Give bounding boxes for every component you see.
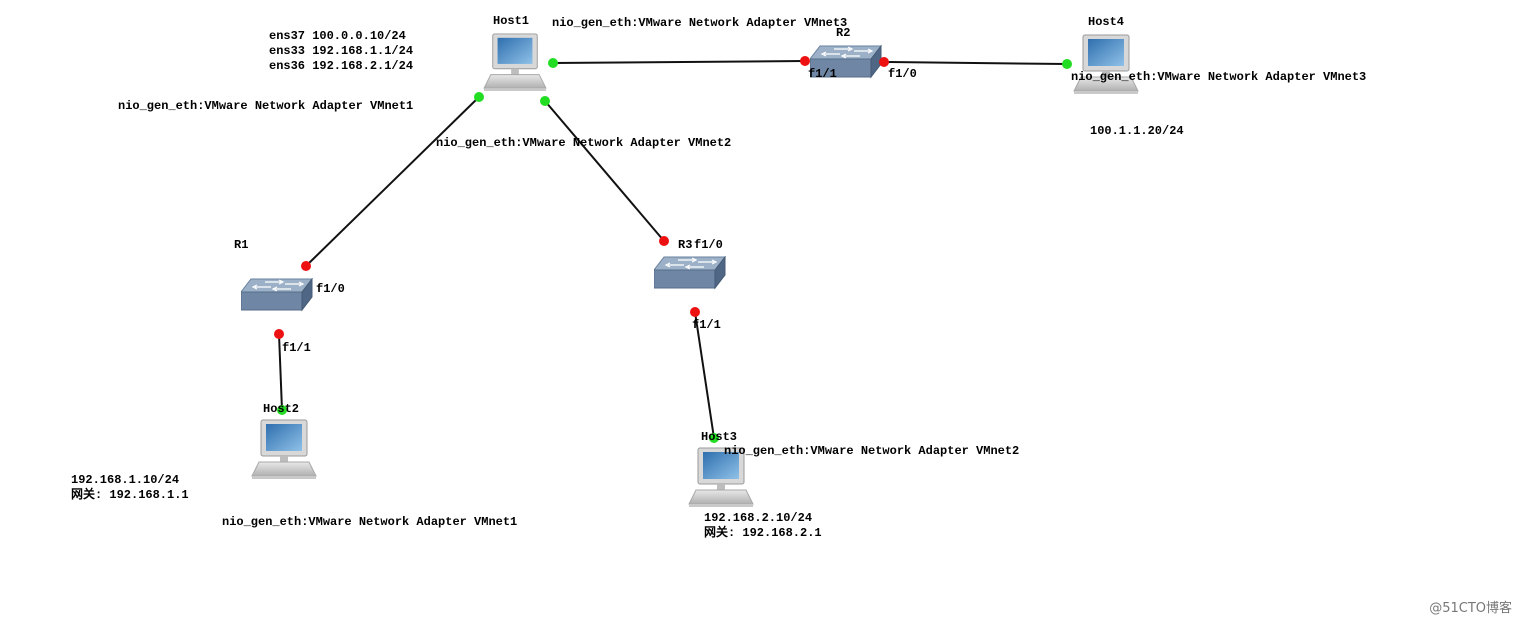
host2-ip: 192.168.1.10/24 (71, 473, 180, 487)
host1-interface-ens37: ens37 100.0.0.10/24 (269, 29, 406, 43)
r1-switch-icon[interactable] (241, 278, 313, 311)
r1-port-f11: f1/1 (282, 341, 311, 355)
host1-r2-adapter-label: nio_gen_eth:VMware Network Adapter VMnet… (552, 16, 848, 30)
host2-gateway: 网关: 192.168.1.1 (71, 488, 189, 502)
host3-adapter-label: nio_gen_eth:VMware Network Adapter VMnet… (724, 444, 1020, 458)
link-endpoints (274, 56, 1072, 443)
link-r3-host3 (694, 311, 715, 439)
host1-pc-icon[interactable] (483, 33, 547, 92)
r3-f10-endpoint (659, 236, 669, 246)
host1-vmnet2-endpoint (540, 96, 550, 106)
host2-pc-icon[interactable] (251, 419, 317, 480)
host1-r3-adapter-label: nio_gen_eth:VMware Network Adapter VMnet… (436, 136, 732, 150)
link-host1-r1 (305, 96, 480, 267)
host4-pc-icon[interactable] (1073, 34, 1139, 95)
host1-interface-ens33: ens33 192.168.1.1/24 (269, 44, 414, 58)
r2-f11-endpoint (800, 56, 810, 66)
host4-endpoint (1062, 59, 1072, 69)
r2-port-f10: f1/0 (888, 67, 917, 81)
r2-f10-endpoint (879, 57, 889, 67)
r1-port-f10: f1/0 (316, 282, 345, 296)
host1-name: Host1 (493, 14, 530, 28)
host2-adapter-label: nio_gen_eth:VMware Network Adapter VMnet… (222, 515, 518, 529)
host1-interface-ens36: ens36 192.168.2.1/24 (269, 59, 414, 73)
host3-gateway: 网关: 192.168.2.1 (704, 526, 822, 540)
r2-name: R2 (836, 26, 851, 40)
host2-endpoint (277, 405, 287, 415)
link-host1-r3 (544, 100, 665, 242)
link-r1-host2 (278, 333, 283, 411)
r1-name: R1 (234, 238, 249, 252)
r3-name: R3 (678, 238, 693, 252)
r3-f11-endpoint (690, 307, 700, 317)
r1-f10-endpoint (301, 261, 311, 271)
host4-adapter-label: nio_gen_eth:VMware Network Adapter VMnet… (1071, 70, 1367, 84)
host3-name: Host3 (701, 430, 738, 444)
host2-name: Host2 (263, 402, 300, 416)
host1-vmnet1-endpoint (474, 92, 484, 102)
r3-port-f11: f1/1 (692, 318, 721, 332)
watermark: @51CTO博客 (1429, 601, 1512, 616)
r1-f11-endpoint (274, 329, 284, 339)
host4-ip: 100.1.1.20/24 (1090, 124, 1184, 138)
link-host1-r2 (552, 60, 806, 64)
host3-endpoint (709, 433, 719, 443)
host4-name: Host4 (1088, 15, 1125, 29)
r3-switch-icon[interactable] (654, 256, 726, 289)
host3-ip: 192.168.2.10/24 (704, 511, 813, 525)
r3-port-f10: f1/0 (694, 238, 723, 252)
link-r2-host4 (883, 61, 1068, 65)
host1-r1-adapter-label: nio_gen_eth:VMware Network Adapter VMnet… (118, 99, 414, 113)
r2-port-f11: f1/1 (808, 67, 837, 81)
host1-vmnet3-endpoint (548, 58, 558, 68)
